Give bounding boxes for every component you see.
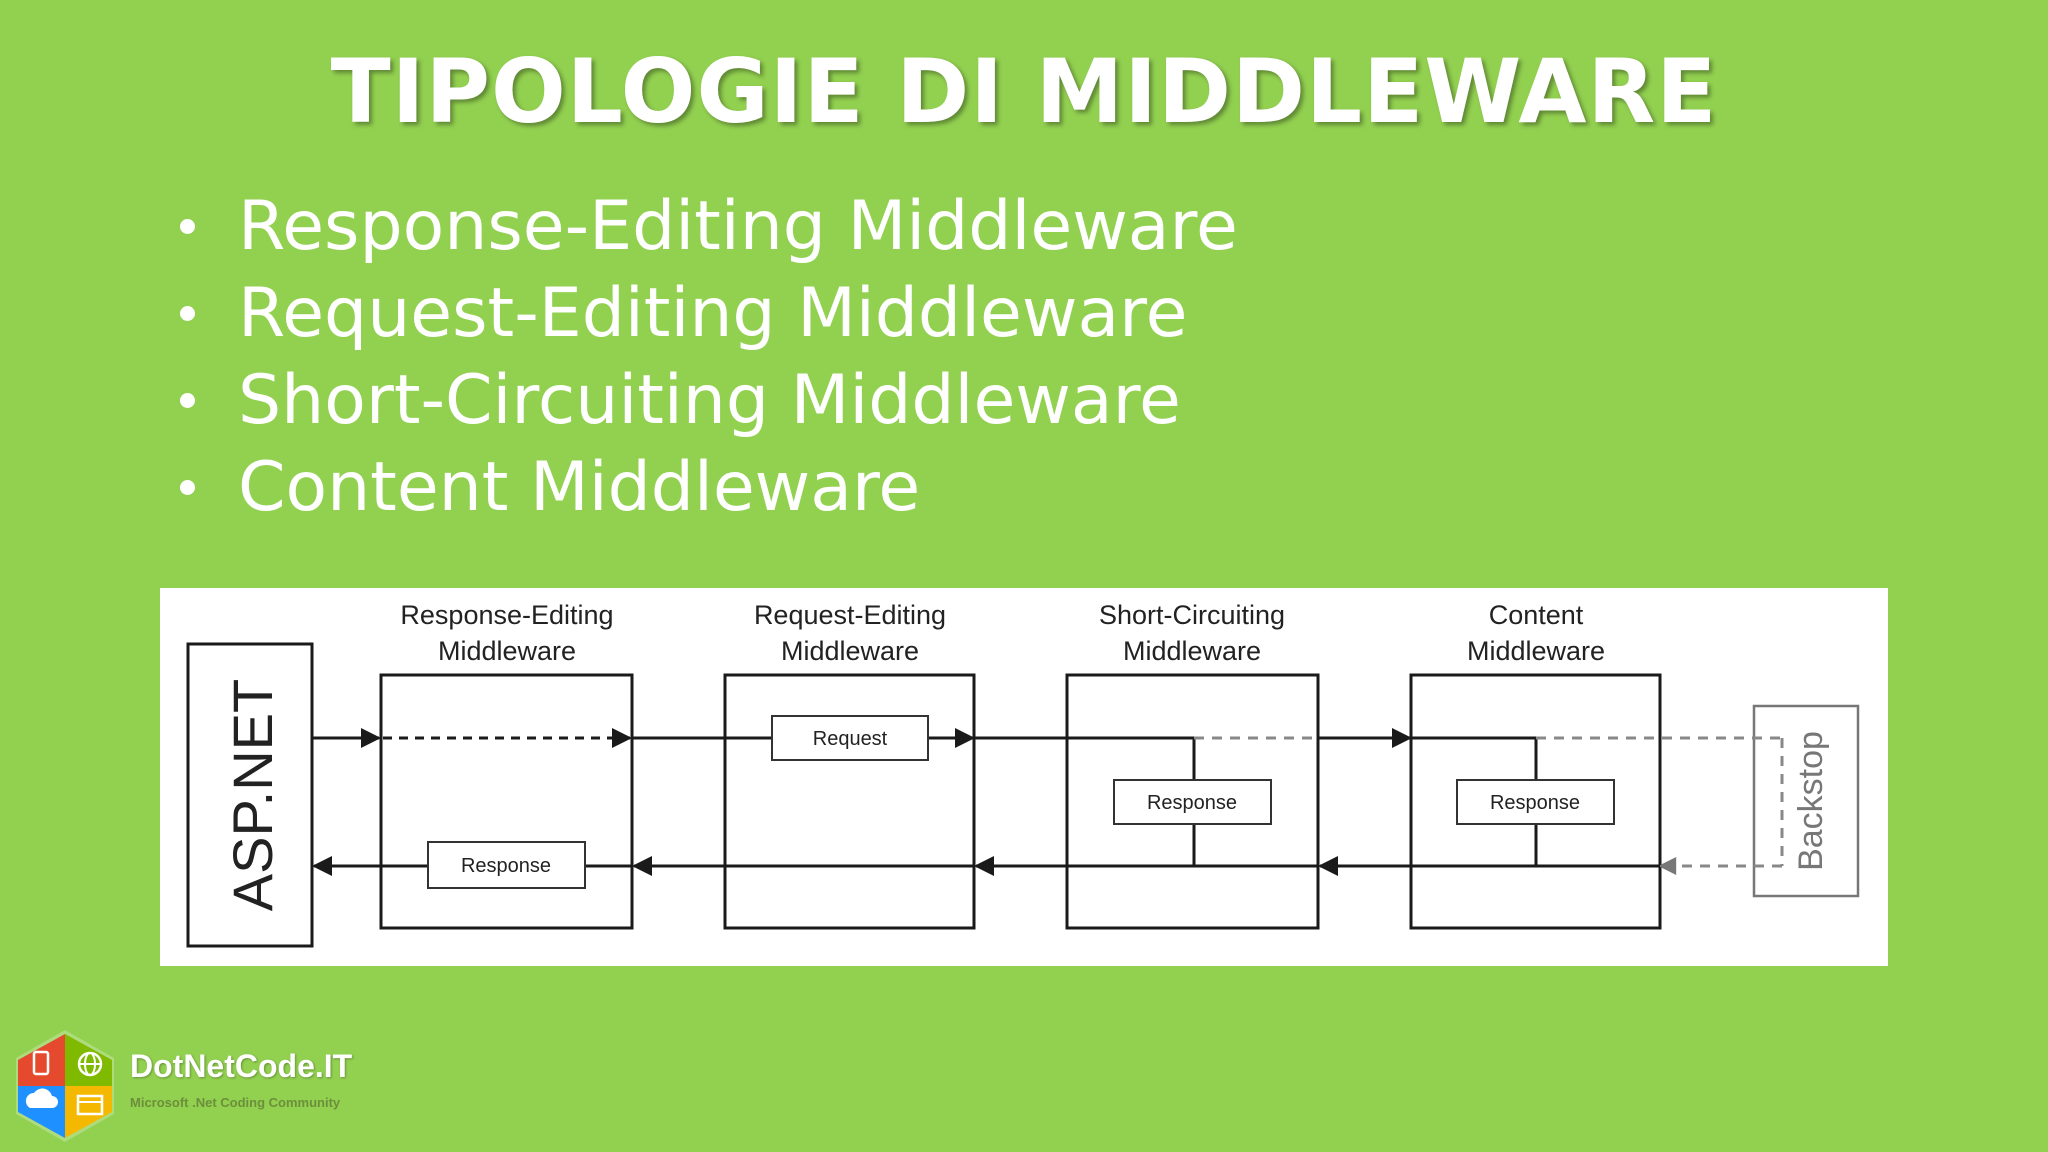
aspnet-label: ASP.NET: [221, 679, 284, 911]
bullet-item: Content Middleware: [170, 444, 1238, 531]
bullet-item: Request-Editing Middleware: [170, 270, 1238, 357]
bullet-icon: [180, 480, 195, 495]
mw2-box: [723, 673, 976, 930]
cloud-icon: [25, 1088, 58, 1108]
mw4-box: [1409, 673, 1662, 930]
diagram-svg: ASP.NET Response-Editing Middleware Requ…: [186, 600, 1860, 948]
mw2-title-line1: Request-Editing: [754, 600, 946, 630]
brand-logo: DotNetCode.IT Microsoft .Net Coding Comm…: [10, 1026, 390, 1146]
bullet-text: Content Middleware: [238, 448, 921, 527]
middleware-diagram: ASP.NET Response-Editing Middleware Requ…: [160, 588, 1888, 966]
mw1-box: [379, 673, 634, 930]
mw4-inner-label: Response: [1490, 792, 1580, 814]
mw3-title-line2: Middleware: [1123, 636, 1261, 666]
mw4-response-box: [1456, 779, 1615, 825]
bullet-text: Response-Editing Middleware: [238, 187, 1238, 266]
bullet-text: Short-Circuiting Middleware: [238, 361, 1181, 440]
mw3-inner-label: Response: [1147, 792, 1237, 814]
bullet-list: Response-Editing Middleware Request-Edit…: [170, 183, 1238, 531]
mw2-inner-label: Request: [813, 728, 888, 750]
mw4-title-line1: Content: [1489, 600, 1584, 630]
backstop-box: [1752, 704, 1860, 898]
slide-title: TIPOLOGIE DI MIDDLEWARE: [330, 40, 1718, 143]
bullet-icon: [180, 306, 195, 321]
mobile-icon: [32, 1050, 50, 1076]
aspnet-box: [186, 642, 314, 948]
bullet-item: Short-Circuiting Middleware: [170, 357, 1238, 444]
bullet-item: Response-Editing Middleware: [170, 183, 1238, 270]
mw2-request-box: [771, 715, 929, 761]
brand-name: DotNetCode.IT: [130, 1048, 353, 1084]
mw3-title-line1: Short-Circuiting: [1099, 600, 1285, 630]
mw4-title-line2: Middleware: [1467, 636, 1605, 666]
mw3-response-box: [1113, 779, 1272, 825]
mw2-title-line2: Middleware: [781, 636, 919, 666]
bullet-icon: [180, 393, 195, 408]
brand-tagline: Microsoft .Net Coding Community: [130, 1095, 341, 1110]
bullet-text: Request-Editing Middleware: [238, 274, 1188, 353]
logo-hexagon-icon: [16, 1030, 114, 1142]
mw1-response-box: [427, 841, 586, 889]
mw1-inner-label: Response: [461, 855, 551, 877]
mw3-box: [1065, 673, 1320, 930]
globe-icon: [77, 1051, 103, 1077]
mw1-title-line1: Response-Editing: [400, 600, 613, 630]
backstop-label: Backstop: [1792, 731, 1830, 871]
bullet-icon: [180, 219, 195, 234]
mw1-title-line2: Middleware: [438, 636, 576, 666]
request-flow: [312, 728, 1538, 866]
window-icon: [76, 1094, 104, 1116]
